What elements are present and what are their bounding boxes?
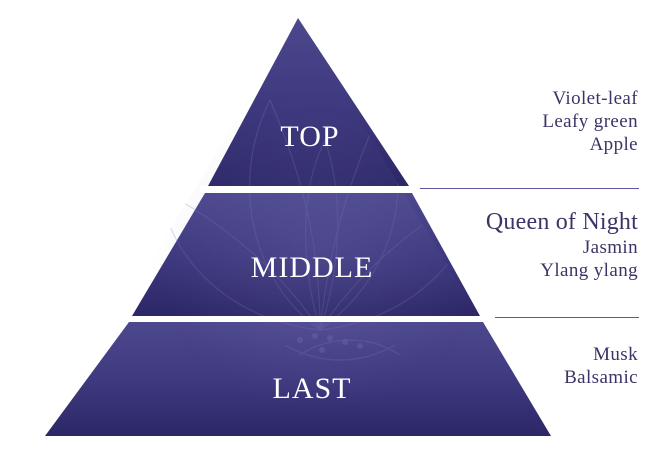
- tier-gap-lower: [120, 316, 490, 322]
- notes-last: Musk Balsamic: [564, 344, 638, 390]
- note-item: Violet-leaf: [552, 88, 638, 109]
- note-item: Leafy green: [542, 110, 638, 132]
- note-item-featured: Queen of Night: [485, 209, 638, 235]
- tier-label-last: LAST: [273, 372, 352, 405]
- divider-middle: [495, 317, 639, 318]
- divider-top: [420, 188, 639, 189]
- notes-middle: Queen of Night Jasmin Ylang ylang: [486, 208, 638, 282]
- note-item: Ylang ylang: [540, 259, 638, 281]
- tier-label-middle: MIDDLE: [251, 251, 374, 284]
- tier-gap-upper: [200, 186, 420, 193]
- note-item: Jasmin: [582, 236, 638, 258]
- note-item: Apple: [589, 133, 638, 155]
- notes-top: Violet-leaf Leafy green Apple: [542, 88, 638, 156]
- note-item: Musk: [593, 344, 638, 365]
- note-item: Balsamic: [564, 366, 638, 388]
- tier-label-top: TOP: [280, 120, 339, 153]
